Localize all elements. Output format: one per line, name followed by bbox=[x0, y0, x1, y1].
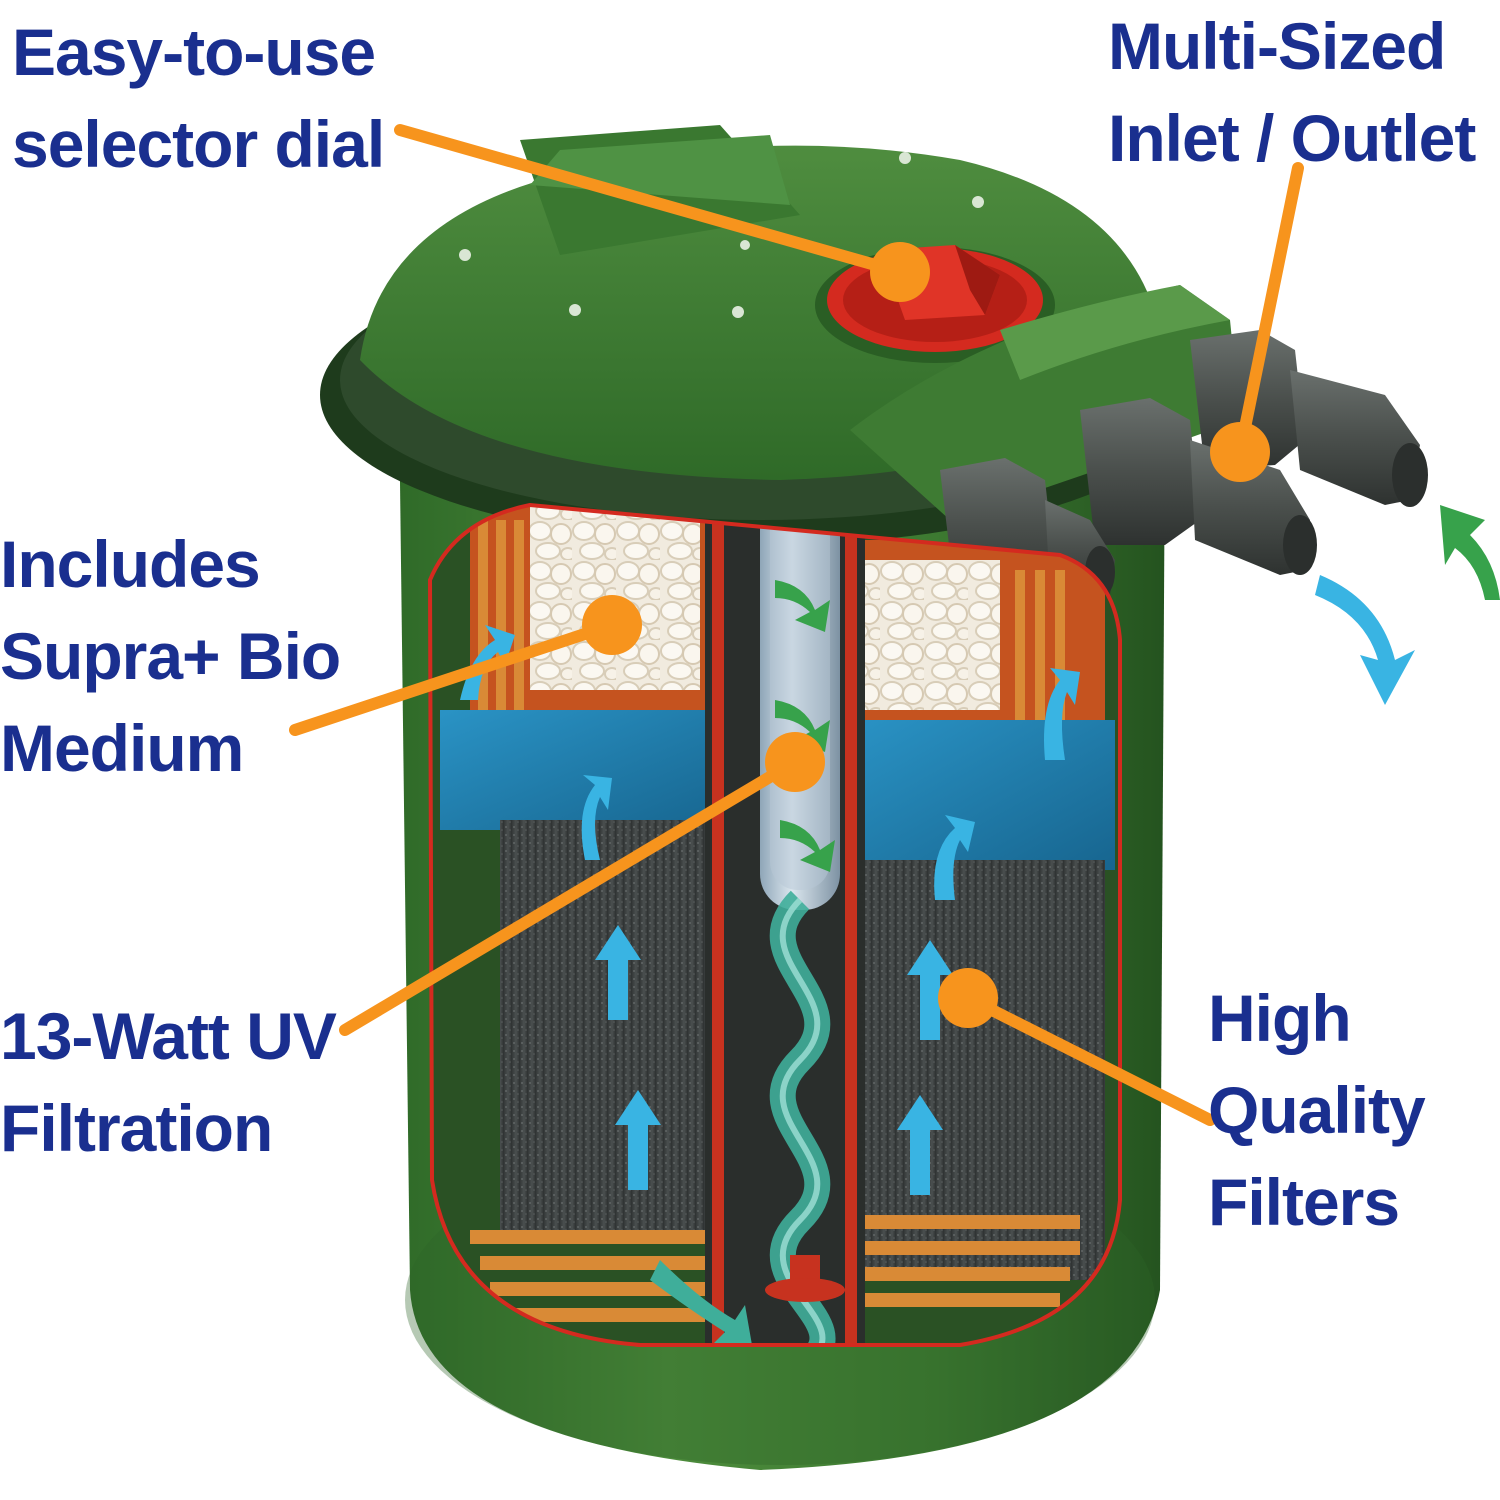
curved-arrow-icon bbox=[1044, 668, 1080, 760]
leader-line-bio bbox=[289, 619, 618, 736]
curved-arrow-icon bbox=[775, 580, 830, 632]
selector-dial bbox=[815, 245, 1055, 363]
callout-high-quality-filters: High Quality Filters bbox=[1208, 972, 1426, 1248]
curved-arrow-icon bbox=[775, 700, 830, 752]
foam-filter-right bbox=[855, 860, 1105, 1280]
cutaway-interior bbox=[430, 505, 1120, 1345]
dot-marker-icon bbox=[1210, 422, 1270, 482]
callout-selector-line2: selector dial bbox=[12, 107, 385, 181]
outflow-arrows bbox=[1315, 505, 1500, 705]
callout-bio-medium: Includes Supra+ Bio Medium bbox=[0, 518, 341, 794]
foam-filter-left bbox=[500, 820, 715, 1240]
dot-marker-icon bbox=[870, 242, 930, 302]
cutaway-edge bbox=[427, 502, 1122, 1347]
bio-media-left bbox=[530, 505, 700, 690]
leader-line-uv bbox=[339, 756, 801, 1036]
dot-marker-icon bbox=[938, 968, 998, 1028]
dot-marker-icon bbox=[765, 732, 825, 792]
callout-filters-line1: High bbox=[1208, 981, 1352, 1055]
internal-flow-arrows bbox=[460, 580, 1080, 1345]
callout-selector-dial: Easy-to-use selector dial bbox=[12, 6, 385, 190]
curved-arrow-icon bbox=[615, 1090, 661, 1190]
grate-right bbox=[850, 1215, 1080, 1307]
dot-marker-icon bbox=[582, 595, 642, 655]
leader-line-inlet bbox=[1234, 162, 1304, 458]
leader-line-selector bbox=[394, 124, 906, 278]
callout-bio-line3: Medium bbox=[0, 711, 244, 785]
curved-arrow-icon bbox=[1315, 575, 1415, 705]
grate-left bbox=[470, 1230, 730, 1322]
callout-markers bbox=[582, 242, 1270, 1028]
connector-middle bbox=[1080, 398, 1317, 575]
callout-selector-line1: Easy-to-use bbox=[12, 15, 376, 89]
callout-uv-line1: 13-Watt UV bbox=[0, 999, 337, 1073]
leader-line-filters bbox=[962, 992, 1216, 1126]
curved-arrow-icon bbox=[650, 1260, 752, 1345]
callout-inlet-line1: Multi-Sized bbox=[1108, 9, 1446, 83]
callout-uv-filtration: 13-Watt UV Filtration bbox=[0, 990, 337, 1174]
callout-uv-line2: Filtration bbox=[0, 1091, 273, 1165]
curved-arrow-icon bbox=[1440, 505, 1500, 600]
curved-arrow-icon bbox=[581, 775, 612, 860]
curved-arrow-icon bbox=[934, 815, 975, 900]
callout-bio-line1: Includes bbox=[0, 527, 261, 601]
callout-filters-line3: Filters bbox=[1208, 1165, 1400, 1239]
curved-arrow-icon bbox=[595, 925, 641, 1020]
callout-inlet-outlet: Multi-Sized Inlet / Outlet bbox=[1108, 0, 1476, 184]
curved-arrow-icon bbox=[780, 820, 835, 872]
callout-filters-line2: Quality bbox=[1208, 1073, 1426, 1147]
blue-sponge-left bbox=[440, 710, 725, 830]
bio-media-right bbox=[850, 560, 1000, 710]
curved-arrow-icon bbox=[907, 940, 953, 1040]
lid-screws bbox=[459, 152, 984, 318]
blue-sponge-right bbox=[845, 720, 1115, 870]
curved-arrow-icon bbox=[897, 1095, 943, 1195]
leader-lines bbox=[289, 124, 1304, 1126]
callout-bio-line2: Supra+ Bio bbox=[0, 619, 341, 693]
callout-inlet-line2: Inlet / Outlet bbox=[1108, 101, 1476, 175]
